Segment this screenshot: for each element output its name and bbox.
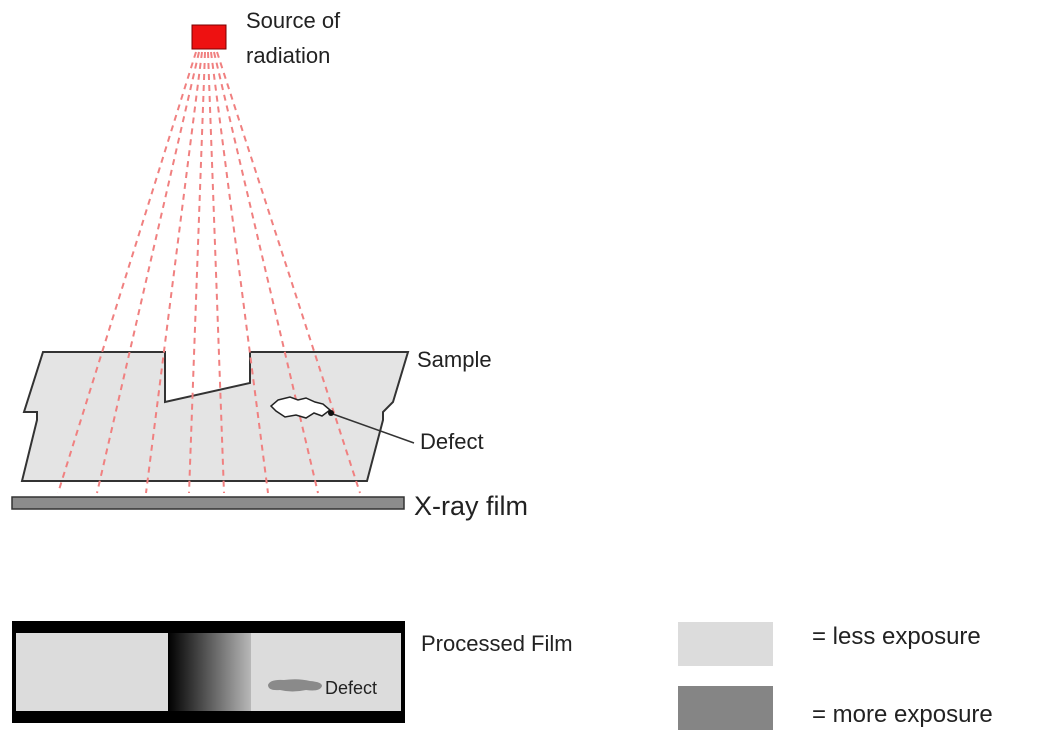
radiation-beam — [96, 51, 200, 494]
source-label-line1: Source of — [246, 8, 341, 33]
sample-defect — [269, 396, 332, 419]
xray-film-bar — [11, 496, 405, 510]
radiation-beams — [57, 51, 361, 494]
film-defect-mark — [268, 679, 322, 692]
legend-less-exposure-label: = less exposure — [812, 623, 981, 650]
sample-label: Sample — [417, 347, 492, 372]
processed-film — [12, 621, 405, 723]
radiation-beam — [145, 51, 203, 494]
film-low-exposure-right — [251, 633, 401, 711]
defect-label: Defect — [420, 429, 484, 454]
legend-swatch-less-exposure — [678, 622, 773, 666]
xray-film-label: X-ray film — [414, 491, 528, 521]
radiation-beam — [188, 51, 206, 494]
legend-swatch-more-exposure — [678, 686, 773, 730]
radiation-beam — [216, 51, 361, 494]
legend-more-exposure-label: = more exposure — [812, 701, 993, 728]
film-defect-label: Defect — [325, 678, 377, 698]
defect-pointer — [329, 412, 415, 444]
radiation-beam — [207, 51, 225, 494]
defect-pointer-dot — [328, 410, 334, 416]
radiation-beam — [210, 51, 269, 494]
film-high-exposure-gradient — [168, 633, 251, 711]
radiation-beam — [57, 51, 197, 494]
radiation-beam — [213, 51, 319, 494]
processed-film-label: Processed Film — [421, 631, 573, 656]
radiation-source — [191, 24, 227, 50]
film-low-exposure-left — [16, 633, 168, 711]
source-label-line2: radiation — [246, 43, 330, 68]
